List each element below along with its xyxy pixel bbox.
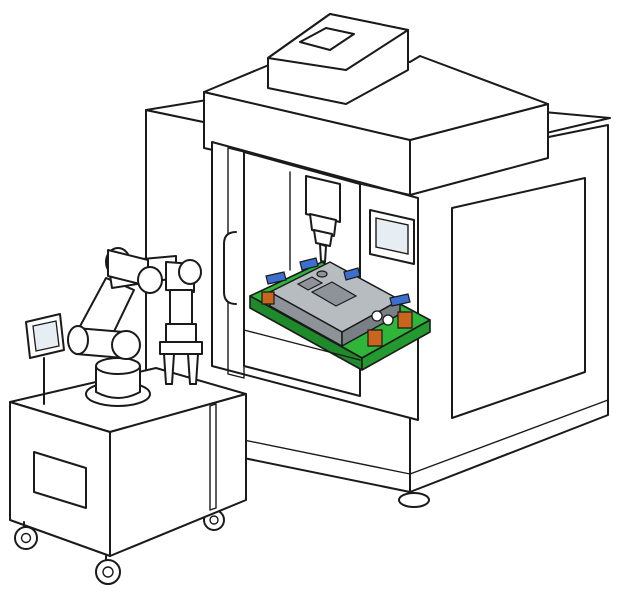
interior-back [289, 171, 413, 271]
teach-pendant-screen [32, 320, 60, 352]
robot-shoulder-joint [67, 325, 141, 360]
robot-wrist-joint [165, 259, 202, 293]
cart-wheel-front-right [95, 555, 121, 585]
clamp-right [389, 293, 411, 307]
door-handle [223, 231, 237, 305]
robot-arm [67, 247, 203, 407]
robot-cart [9, 313, 247, 585]
workpiece [269, 261, 401, 347]
locator-3 [261, 291, 275, 305]
side-panel [451, 177, 586, 419]
locators [261, 291, 413, 347]
clamps [265, 257, 411, 307]
clamp-left [265, 271, 287, 285]
door-glass-edge [243, 329, 361, 361]
clamp-top [299, 257, 319, 271]
cart-side [109, 393, 247, 557]
clamp-mid [343, 267, 361, 281]
fixture-plate-side [361, 319, 431, 371]
housing-cutout [299, 27, 355, 51]
spindle [305, 175, 341, 263]
locator-pin-1 [371, 310, 383, 322]
cart-label-panel [33, 451, 87, 509]
locator-2 [397, 311, 413, 329]
robot-elbow-joint [105, 247, 163, 294]
workpiece-pocket-small [296, 276, 324, 291]
locator-pin-2 [382, 314, 394, 326]
robot-gripper [159, 341, 203, 385]
control-panel [369, 209, 415, 265]
workpiece-hole [316, 270, 328, 278]
robot-base-column [95, 365, 141, 399]
teach-pendant [25, 313, 65, 405]
workpiece-pocket-large [310, 281, 358, 307]
cart-wheel-front-left [14, 521, 38, 550]
locator-1 [367, 329, 383, 347]
control-screen [375, 217, 409, 255]
cart-side-strip [209, 403, 217, 511]
machine-foot-front [398, 492, 430, 508]
cnc-machine [145, 13, 611, 508]
